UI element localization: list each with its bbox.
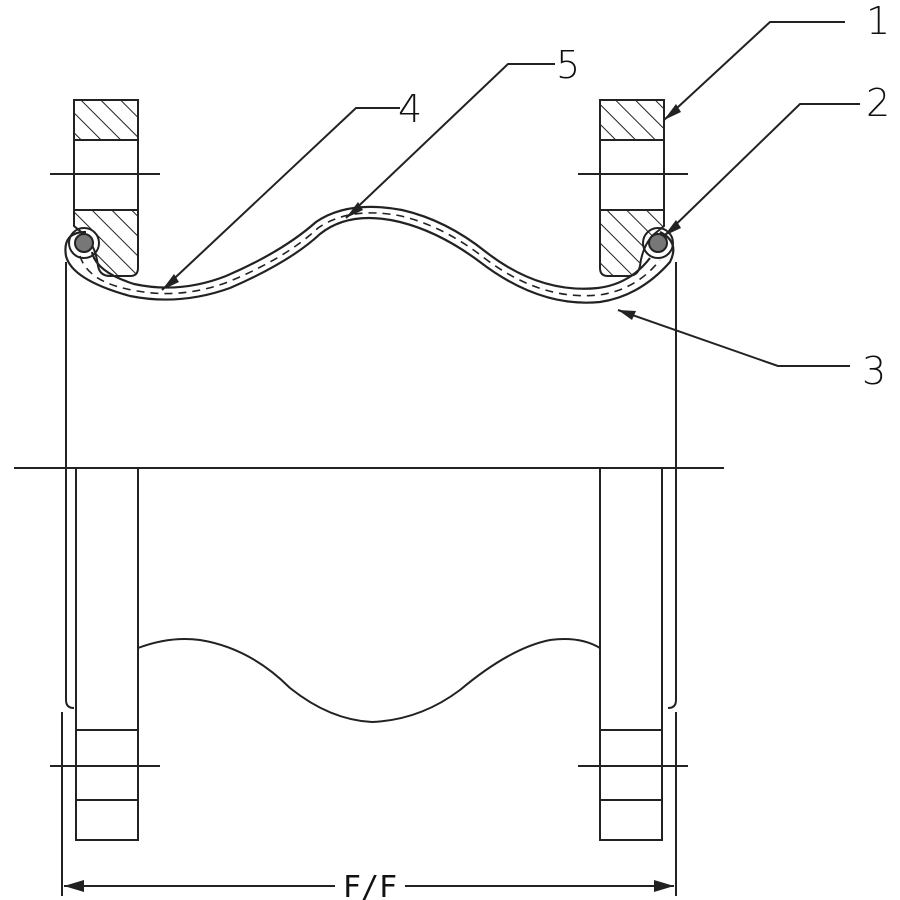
bellows-exterior-contour: [137, 638, 601, 724]
left-flange-section: [73, 99, 139, 277]
joint-outline-upper: [65, 262, 677, 468]
right-flange-section: [599, 99, 665, 277]
callout-3: 3: [862, 349, 886, 393]
callout-1: 1: [866, 0, 890, 43]
dimension-label: F/F: [343, 870, 397, 900]
callout-2: 2: [866, 81, 890, 125]
left-flange-exterior: [65, 467, 139, 841]
rubber-bellows-section: [64, 205, 675, 304]
callout-5: 5: [556, 43, 580, 87]
face-to-face-dimension: [61, 712, 677, 896]
leader-lines: [161, 21, 860, 367]
callout-4: 4: [398, 87, 422, 131]
wire-beads: [68, 227, 674, 259]
right-flange-exterior: [599, 467, 677, 841]
leader-arrowheads: [162, 104, 681, 320]
